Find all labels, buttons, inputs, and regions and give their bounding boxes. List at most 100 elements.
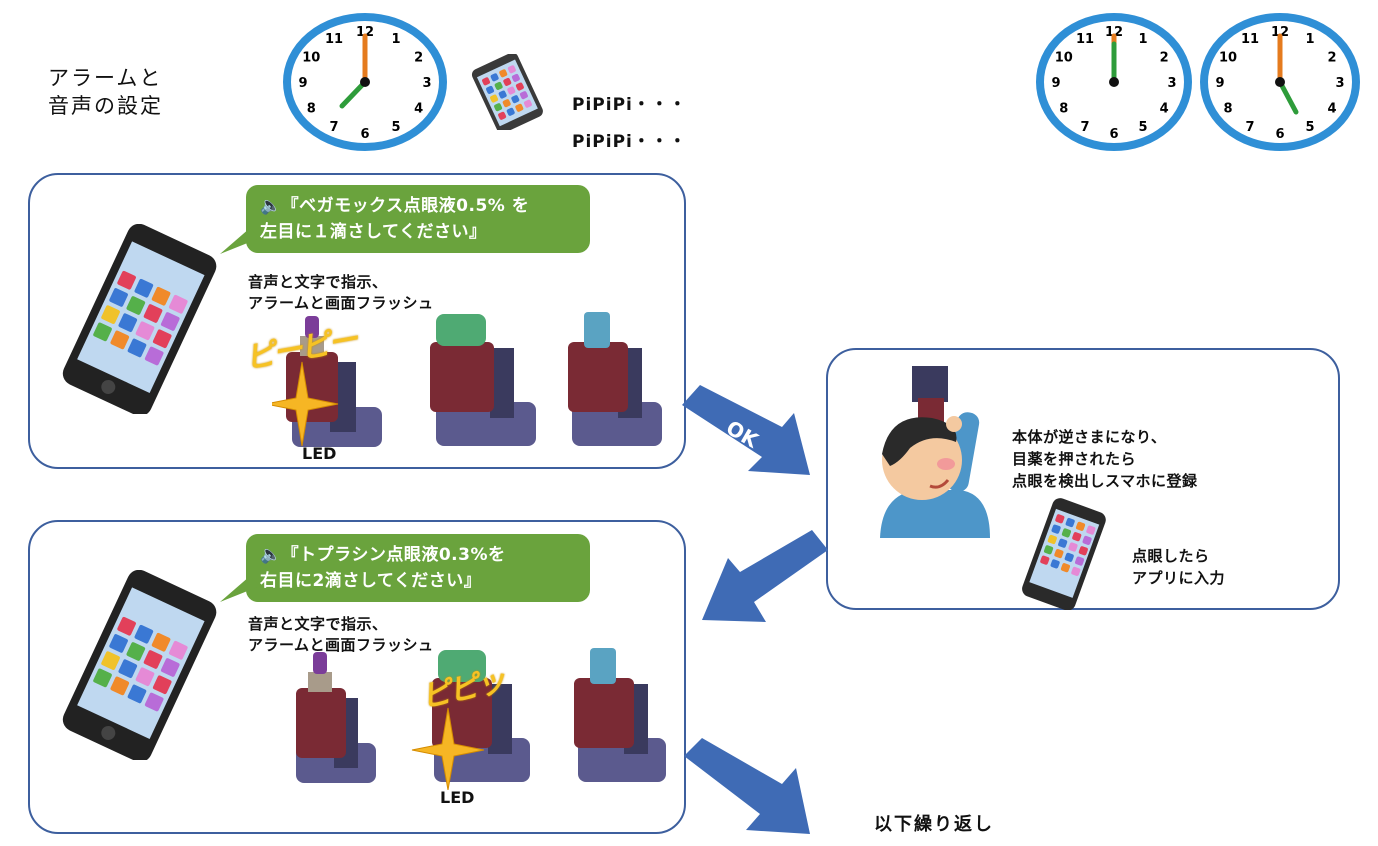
app-tile	[494, 103, 503, 112]
app-tile	[110, 676, 130, 696]
app-tile	[134, 278, 154, 298]
smartphone-icon	[62, 224, 217, 414]
clock-numeral: 2	[1160, 51, 1169, 66]
app-tile	[109, 288, 128, 307]
clock-numeral: 9	[298, 76, 307, 91]
app-tile	[498, 111, 507, 120]
clock-numeral: 5	[391, 120, 400, 135]
app-input-note: 点眼したら アプリに入力	[1132, 547, 1226, 587]
clock-numeral: 3	[1167, 76, 1176, 91]
app-tile	[127, 684, 147, 704]
led-label: LED	[302, 444, 337, 463]
app-tile	[151, 632, 171, 652]
app-tile	[93, 668, 112, 688]
app-tile	[1086, 525, 1096, 535]
clock-numeral: 10	[302, 51, 320, 66]
clock-numeral: 3	[1335, 76, 1344, 91]
app-tile	[1072, 532, 1082, 542]
app-tile	[519, 91, 528, 100]
clock-numeral: 3	[422, 76, 431, 91]
app-tile	[144, 692, 164, 712]
app-tile	[135, 667, 155, 687]
clock-numeral: 1	[1305, 32, 1314, 47]
clock-numeral: 12	[1271, 25, 1289, 40]
clock-numeral: 5	[1138, 120, 1147, 135]
clock-numeral: 6	[1275, 127, 1284, 142]
clock-numeral: 12	[356, 25, 374, 40]
app-tile	[503, 77, 512, 86]
app-tile	[1065, 517, 1075, 528]
app-tile	[135, 321, 155, 341]
detection-description: 本体が逆さまになり、 目薬を押されたら 点眼を検出しスマホに登録	[1012, 428, 1198, 490]
person-using-eyedrops-icon	[880, 366, 990, 538]
app-tile	[494, 81, 503, 90]
ok-arrow-icon	[682, 385, 810, 475]
clock-numeral: 9	[1215, 76, 1224, 91]
app-tile	[1064, 552, 1074, 562]
app-tile	[1050, 559, 1060, 569]
app-tile	[498, 90, 507, 99]
app-tile	[1055, 514, 1065, 524]
smartphone-icon	[1022, 498, 1106, 610]
app-tile	[117, 616, 136, 636]
app-tile	[499, 69, 508, 78]
app-tile	[168, 294, 188, 314]
app-tile	[118, 659, 138, 678]
alarm-sound-text-1: PiPiPi・・・	[572, 95, 687, 115]
continue-arrow-icon	[684, 738, 810, 834]
app-tile	[101, 305, 120, 324]
app-tile	[168, 640, 188, 660]
clock-numeral: 4	[1327, 102, 1336, 117]
instruction-text: 音声と文字で指示、 アラームと画面フラッシュ	[248, 273, 434, 312]
eye-drop-devices	[272, 312, 662, 447]
app-tile	[101, 651, 120, 670]
bubble-tail	[220, 228, 260, 254]
app-tile	[126, 642, 146, 661]
app-tile	[152, 329, 172, 349]
clock-numeral: 9	[1051, 76, 1060, 91]
app-tile	[126, 296, 146, 315]
clock-numeral: 1	[391, 32, 400, 47]
clock-numeral: 4	[1160, 102, 1169, 117]
app-tile	[1043, 545, 1054, 555]
app-tile	[134, 624, 154, 644]
app-tile	[490, 94, 499, 103]
led-label: LED	[440, 788, 475, 807]
app-tile	[1040, 555, 1050, 565]
app-tile	[1051, 524, 1061, 534]
app-tile	[144, 346, 164, 366]
clock-numeral: 2	[414, 51, 423, 66]
app-tile	[511, 95, 520, 104]
app-tile	[515, 103, 524, 112]
bubble-tail	[220, 576, 260, 602]
app-tile	[160, 658, 180, 677]
clock-numeral: 11	[1241, 32, 1259, 47]
app-tile	[152, 675, 172, 695]
app-tile	[1060, 563, 1071, 573]
smartphone-icon	[62, 570, 217, 760]
app-tile	[1071, 566, 1081, 576]
clock-numeral: 2	[1327, 51, 1336, 66]
clock-numeral: 1	[1138, 32, 1147, 47]
app-tile	[118, 313, 138, 332]
app-tile	[109, 634, 128, 653]
clock-numeral: 10	[1055, 51, 1073, 66]
return-arrow-icon	[702, 530, 828, 622]
clock-numeral: 11	[1076, 32, 1094, 47]
app-tile	[506, 107, 515, 116]
app-tile	[1047, 534, 1057, 545]
app-tile	[93, 322, 112, 342]
app-tile	[110, 330, 130, 350]
app-tile	[160, 312, 180, 331]
clock-numeral: 4	[414, 102, 423, 117]
clock-numeral: 5	[1305, 120, 1314, 135]
repeat-text: 以下繰り返し	[874, 814, 994, 835]
alarm-setup-heading: アラームと 音声の設定	[48, 66, 163, 118]
app-tile	[1054, 549, 1064, 559]
app-tile	[507, 86, 516, 95]
smartphone-icon	[471, 54, 543, 130]
app-tile	[143, 650, 163, 669]
alarm-sound-text-2: PiPiPi・・・	[572, 132, 687, 152]
app-tile	[523, 99, 532, 108]
